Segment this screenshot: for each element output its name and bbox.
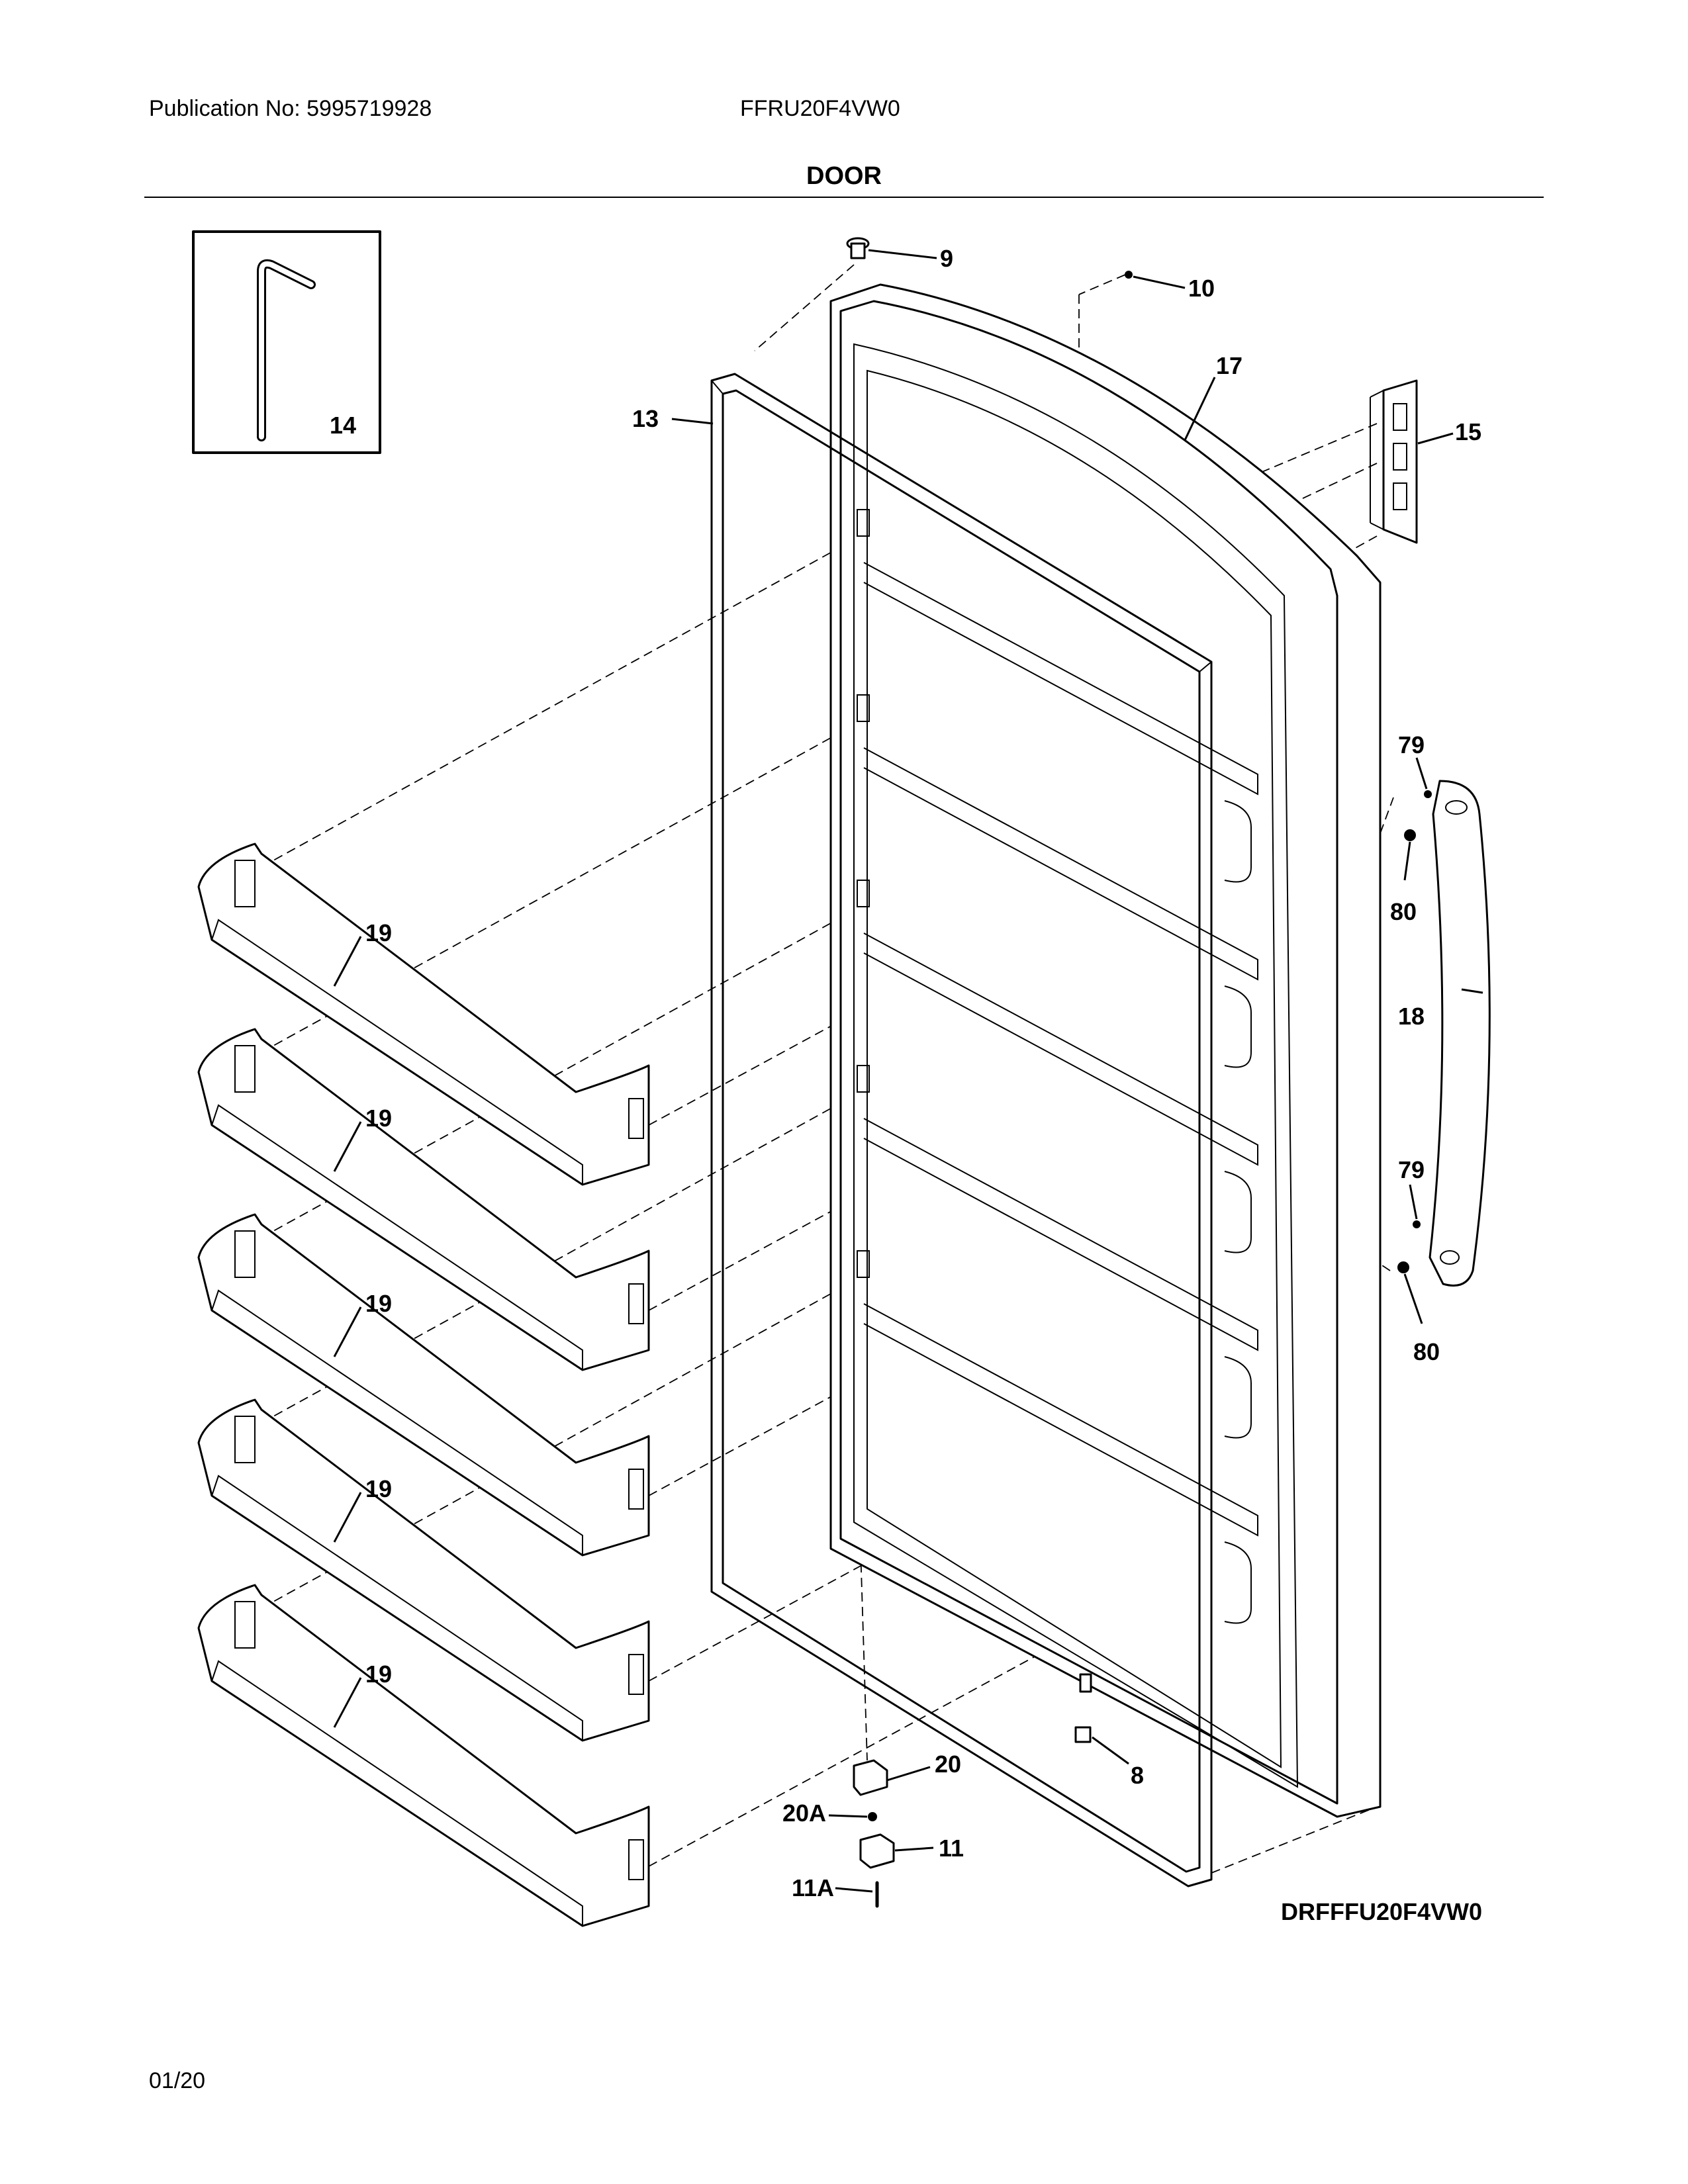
part-label-79-lower: 79 [1398,1156,1425,1183]
callout-labels: 9 10 17 13 15 79 80 18 79 80 19 19 19 19… [365,245,1481,1901]
leader-lines [333,249,1483,1893]
inset-box-allen-wrench[interactable]: 14 [192,230,381,454]
page-title: DOOR [806,162,882,190]
part-label-79-upper: 79 [1398,731,1425,758]
door-bin-1[interactable] [197,842,650,1186]
header-rule [144,197,1544,198]
part-label-80-upper: 80 [1390,898,1417,925]
part-label-17: 17 [1216,352,1243,379]
part-label-19-bin4: 19 [365,1475,392,1502]
publication-number: Publication No: 5995719928 [149,96,432,121]
door-bin-5[interactable] [197,1584,650,1927]
part-label-9: 9 [940,245,953,272]
publication-date: 01/20 [149,2068,206,2093]
door-bin-2[interactable] [197,1028,650,1371]
screw-top[interactable] [1125,271,1133,279]
part-label-11a: 11A [792,1874,834,1901]
drawing-code: DRFFFU20F4VW0 [1281,1898,1483,1925]
part-label-19-bin5: 19 [365,1661,392,1688]
door-bin-4[interactable] [197,1398,650,1742]
door-stop-pin[interactable] [1074,1673,1092,1743]
handle-fasteners[interactable] [1397,790,1432,1273]
bottom-hinge-parts[interactable] [853,1759,895,1908]
part-label-20a: 20A [782,1799,826,1827]
part-label-19-bin2: 19 [365,1105,392,1132]
door-handle[interactable] [1429,780,1491,1287]
part-label-20: 20 [935,1751,961,1778]
part-label-18: 18 [1398,1003,1425,1030]
part-label-14: 14 [330,412,356,439]
hinge-pin-top[interactable] [846,237,870,259]
door-assembly[interactable] [829,283,1382,1818]
model-number: FFRU20F4VW0 [740,96,900,121]
part-label-19-bin1: 19 [365,919,392,946]
part-label-15: 15 [1455,418,1481,445]
part-label-80-lower: 80 [1413,1338,1440,1365]
part-label-8: 8 [1131,1762,1144,1789]
part-label-19-bin3: 19 [365,1290,392,1317]
part-label-13: 13 [632,405,659,432]
hinge-bracket[interactable] [1370,379,1418,544]
part-label-10: 10 [1188,275,1215,302]
door-bin-3[interactable] [197,1213,650,1557]
part-label-11: 11 [939,1835,964,1862]
door-gasket[interactable] [710,373,1213,1888]
